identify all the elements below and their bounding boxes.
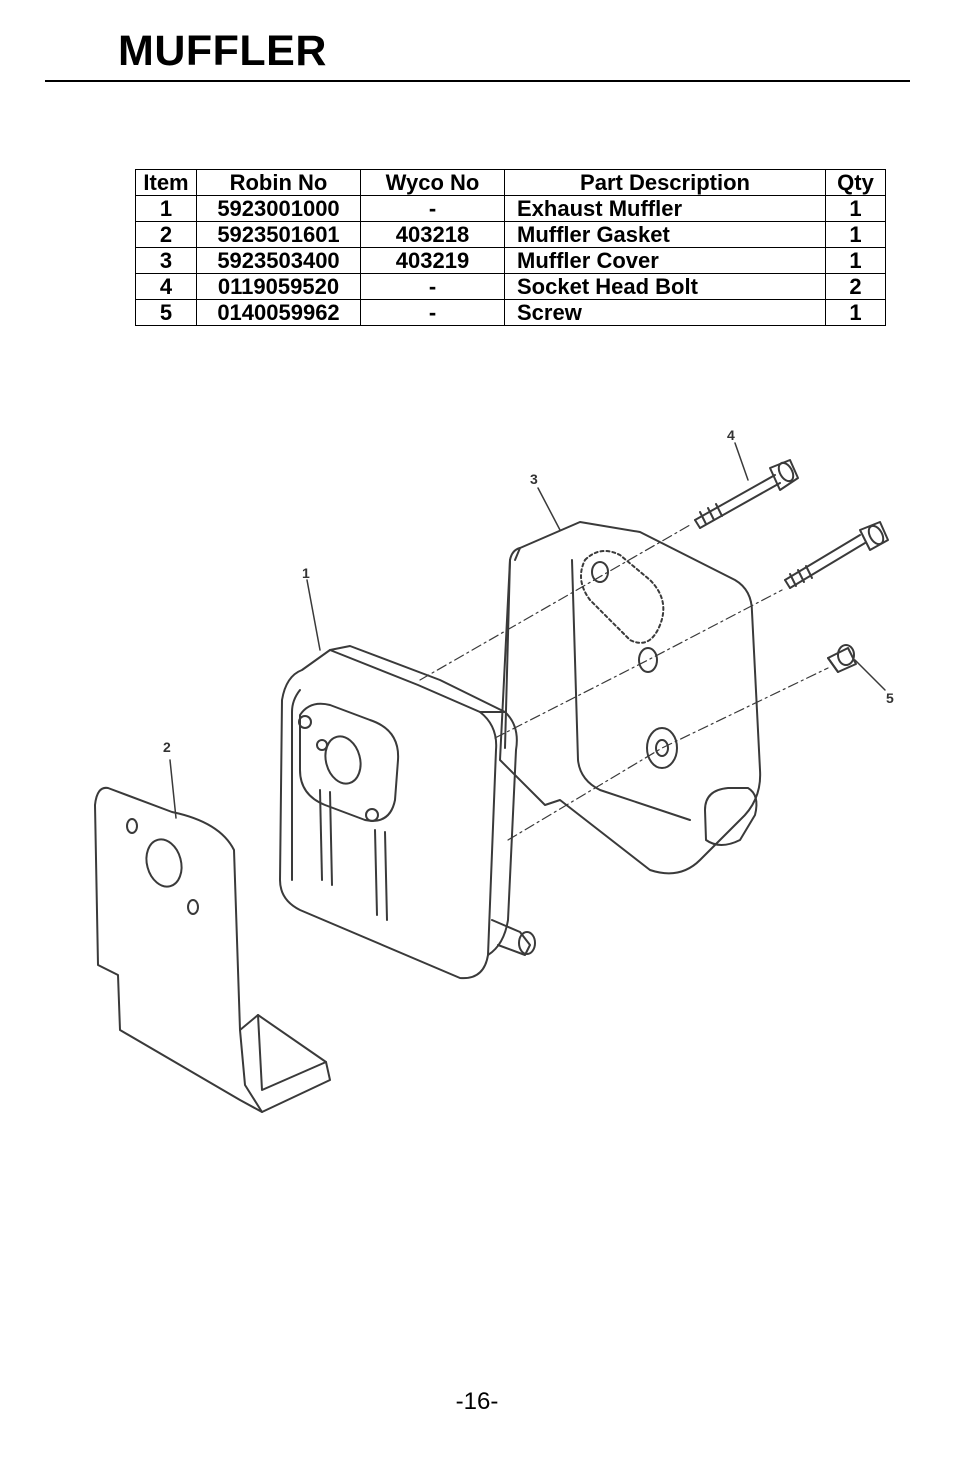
cell-robin-no: 5923001000 [196,195,361,222]
cell-wyco-no: - [360,299,505,326]
screw-part [827,644,857,673]
cell-robin-no: 5923501601 [196,221,361,248]
parts-table: Item Robin No Wyco No Part Description Q… [135,169,886,326]
cell-robin-no: 5923503400 [196,247,361,274]
muffler-gasket-part [94,786,331,1113]
table-row: 3 5923503400 403219 Muffler Cover 1 [135,247,886,274]
cell-description: Screw [504,299,826,326]
cell-wyco-no: 403218 [360,221,505,248]
header-robin-no: Robin No [196,169,361,196]
cell-wyco-no: - [360,195,505,222]
header-part-description: Part Description [504,169,826,196]
cell-qty: 1 [825,247,886,274]
callout-leader-lines [169,442,886,819]
table-row: 2 5923501601 403218 Muffler Gasket 1 [135,221,886,248]
header-item: Item [135,169,197,196]
callout-4: 4 [727,427,735,443]
title-divider [45,80,910,82]
cell-robin-no: 0119059520 [196,273,361,300]
cell-item: 1 [135,195,197,222]
cell-item: 5 [135,299,197,326]
assembly-alignment-lines [419,524,829,841]
table-row: 4 0119059520 - Socket Head Bolt 2 [135,273,886,300]
cell-item: 4 [135,273,197,300]
page-number: -16- [455,1388,499,1415]
cell-wyco-no: 403219 [360,247,505,274]
cell-description: Socket Head Bolt [504,273,826,300]
callout-3: 3 [530,471,538,487]
table-header-row: Item Robin No Wyco No Part Description Q… [135,169,886,196]
callout-1: 1 [302,565,310,581]
cell-item: 3 [135,247,197,274]
page-title: MUFFLER [118,27,327,75]
exhaust-muffler-part [279,645,536,980]
cell-description: Muffler Gasket [504,221,826,248]
header-qty: Qty [825,169,886,196]
muffler-cover-part [499,521,762,875]
cell-description: Muffler Cover [504,247,826,274]
cell-qty: 1 [825,195,886,222]
callout-5: 5 [886,690,894,706]
table-row: 5 0140059962 - Screw 1 [135,299,886,326]
cell-qty: 2 [825,273,886,300]
cell-robin-no: 0140059962 [196,299,361,326]
cell-qty: 1 [825,299,886,326]
table-row: 1 5923001000 - Exhaust Muffler 1 [135,195,886,222]
header-wyco-no: Wyco No [360,169,505,196]
callout-2: 2 [163,739,171,755]
socket-head-bolt-part [694,459,889,589]
cell-item: 2 [135,221,197,248]
cell-description: Exhaust Muffler [504,195,826,222]
cell-qty: 1 [825,221,886,248]
cell-wyco-no: - [360,273,505,300]
exploded-parts-diagram: 1 2 3 4 5 [94,427,894,1113]
